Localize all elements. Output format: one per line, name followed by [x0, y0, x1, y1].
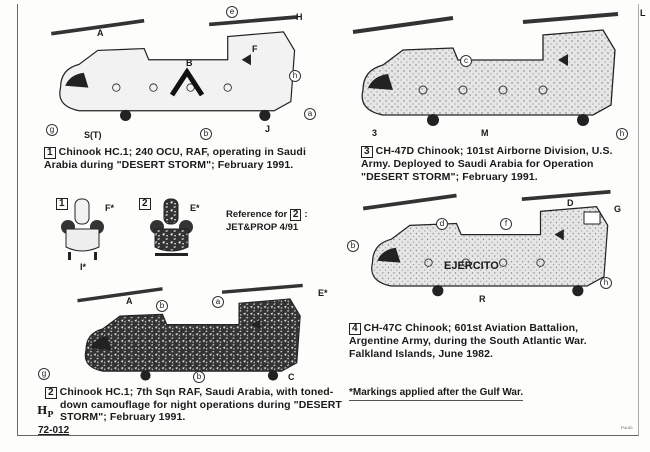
callout-h: h: [616, 128, 628, 140]
manufacturer-logo: HP: [37, 404, 54, 420]
callout-d: d: [436, 218, 448, 230]
callout-A: A: [97, 28, 104, 38]
corner-mark: P.A.00: [621, 425, 633, 430]
chinook-hc1-profile-2: [38, 282, 338, 384]
callout-I-star: I*: [80, 262, 87, 272]
sheet-border: [17, 4, 639, 436]
callout-F: F: [252, 44, 258, 54]
reference-note: Reference for 2:JET&PROP 4/91: [226, 209, 308, 233]
callout-c: c: [460, 55, 472, 67]
ch-47c-profile-4: [342, 188, 627, 300]
callout-g: g: [46, 124, 58, 136]
callout-h: h: [600, 277, 612, 289]
callout-a: a: [212, 296, 224, 308]
callout-b: b: [193, 371, 205, 383]
callout-A: A: [126, 296, 133, 306]
callout-3: 3: [372, 128, 378, 138]
front-view-2: [150, 198, 193, 256]
callout-L: L: [640, 8, 646, 18]
callout-f: f: [500, 218, 512, 230]
callout-C: C: [288, 372, 295, 382]
callout-b: b: [156, 300, 168, 312]
callout-E-star: E*: [190, 203, 200, 213]
callout-G: G: [614, 204, 622, 214]
callout-B: B: [186, 58, 193, 68]
callout-D: D: [567, 198, 574, 208]
callout-S-T: S(T): [84, 130, 102, 140]
callout-J: J: [265, 124, 271, 134]
callout-b: b: [347, 240, 359, 252]
front-view-1: [61, 198, 104, 260]
callout-R: R: [479, 294, 486, 304]
callout-H: H: [296, 12, 303, 22]
front-view-1-number: 1: [56, 197, 71, 210]
chinook-hc1-profile-1: [49, 15, 300, 123]
callout-M: M: [481, 128, 489, 138]
kit-code: 72-012: [38, 425, 70, 436]
callout-F-star: F*: [105, 203, 114, 213]
callout-g: g: [38, 368, 50, 380]
footnote: *Markings applied after the Gulf War.: [349, 387, 524, 401]
ch-47d-profile-3: [338, 10, 628, 130]
callout-E-star: E*: [318, 288, 328, 298]
fuselage-marking: EJERCITO: [444, 260, 499, 272]
front-view-2-number: 2: [139, 197, 154, 210]
callout-h: h: [289, 70, 301, 82]
callout-a: a: [304, 108, 316, 120]
callout-e: e: [226, 6, 238, 18]
callout-b: b: [200, 128, 212, 140]
